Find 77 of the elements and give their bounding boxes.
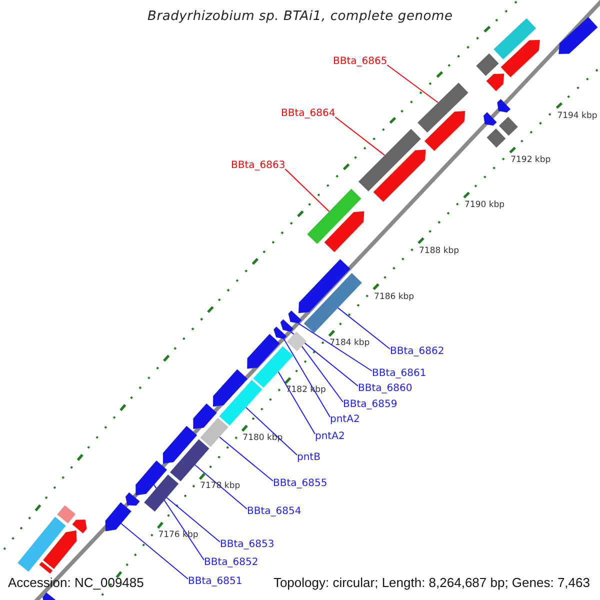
gene-label: BBta_6864 xyxy=(281,108,336,119)
gene-label: BBta_6863 xyxy=(231,160,286,171)
tick-label: 7188 kbp xyxy=(419,246,460,256)
gene-bar xyxy=(57,505,76,524)
leader-line xyxy=(334,116,386,156)
leader-line xyxy=(194,464,248,510)
gene-feature xyxy=(162,426,198,464)
gene-label: BBta_6865 xyxy=(333,56,388,67)
gene-bar xyxy=(358,128,421,192)
gene-label: BBta_6859 xyxy=(343,399,398,410)
leader-line xyxy=(283,338,330,418)
gene-label: BBta_6851 xyxy=(188,576,242,587)
gene-label: BBta_6855 xyxy=(273,478,328,489)
leader-line xyxy=(278,371,316,434)
leader-line xyxy=(284,168,330,212)
gene-feature xyxy=(42,592,58,600)
gene-label: pntA2 xyxy=(330,414,360,425)
gene-feature xyxy=(298,259,350,314)
gene-bar xyxy=(476,53,499,76)
gene-bar xyxy=(307,188,362,244)
gene-feature xyxy=(72,520,87,534)
leader-line xyxy=(301,346,344,402)
gene-feature xyxy=(288,310,302,324)
gene-feature xyxy=(280,319,294,332)
gene-feature xyxy=(126,492,140,506)
gene-feature xyxy=(497,99,510,112)
tick-label: 7178 kbp xyxy=(200,481,240,492)
gene-feature xyxy=(500,40,540,78)
gene-bar xyxy=(498,116,518,136)
diagram-title: Bradyrhizobium sp. BTAi1, complete genome xyxy=(148,9,453,24)
gene-label: pntA2 xyxy=(315,431,345,442)
leader-line xyxy=(219,436,274,482)
gene-bar xyxy=(18,516,66,572)
gene-feature xyxy=(324,211,364,252)
gene-bar xyxy=(286,332,307,352)
tick-label: 7190 kbp xyxy=(464,200,505,210)
footer-text: Topology: circular; Length: 8,264,687 bp; Genes: 7,463 xyxy=(272,575,591,590)
gene-feature xyxy=(373,150,426,202)
gene-label: BBta_6861 xyxy=(372,368,426,379)
gene-label: BBta_6853 xyxy=(220,539,274,550)
gene-label: BBta_6860 xyxy=(358,383,412,394)
gene-bar xyxy=(144,474,179,512)
gene-bar xyxy=(486,128,506,148)
leader-line xyxy=(166,497,220,542)
leader-line xyxy=(337,307,390,350)
gene-bar xyxy=(219,380,262,426)
footer-text: Accession: NC_009485 xyxy=(7,575,145,590)
gene-label: pntB xyxy=(297,452,320,463)
gene-label: BBta_6862 xyxy=(390,346,444,357)
gene-bar xyxy=(304,273,362,334)
gene-feature xyxy=(136,460,167,496)
gene-feature xyxy=(558,17,598,54)
gene-feature xyxy=(105,502,132,532)
tick-label: 7192 kbp xyxy=(510,155,551,165)
gene-feature xyxy=(43,530,77,569)
leader-line xyxy=(386,64,438,103)
gene-bar xyxy=(494,18,536,60)
gene-label: BBta_6852 xyxy=(204,557,258,568)
gene-bar xyxy=(200,418,228,447)
gene-feature xyxy=(213,369,248,407)
gene-feature xyxy=(274,326,287,339)
leader-line xyxy=(298,322,372,372)
tick-label: 7186 kbp xyxy=(374,292,414,302)
gene-bar xyxy=(418,82,468,133)
gene-feature xyxy=(247,334,280,369)
leader-line xyxy=(245,406,298,456)
tick-label: 7194 kbp xyxy=(557,110,598,121)
gene-feature xyxy=(424,111,466,151)
leader-line xyxy=(120,523,188,580)
tick-label: 7184 kbp xyxy=(330,338,370,348)
gene-feature xyxy=(39,562,53,574)
gene-label: BBta_6854 xyxy=(247,506,302,517)
gene-bar xyxy=(170,439,210,482)
leader-line xyxy=(290,331,358,386)
gene-feature xyxy=(193,404,217,429)
gene-feature xyxy=(484,112,497,126)
gene-feature xyxy=(486,74,504,92)
